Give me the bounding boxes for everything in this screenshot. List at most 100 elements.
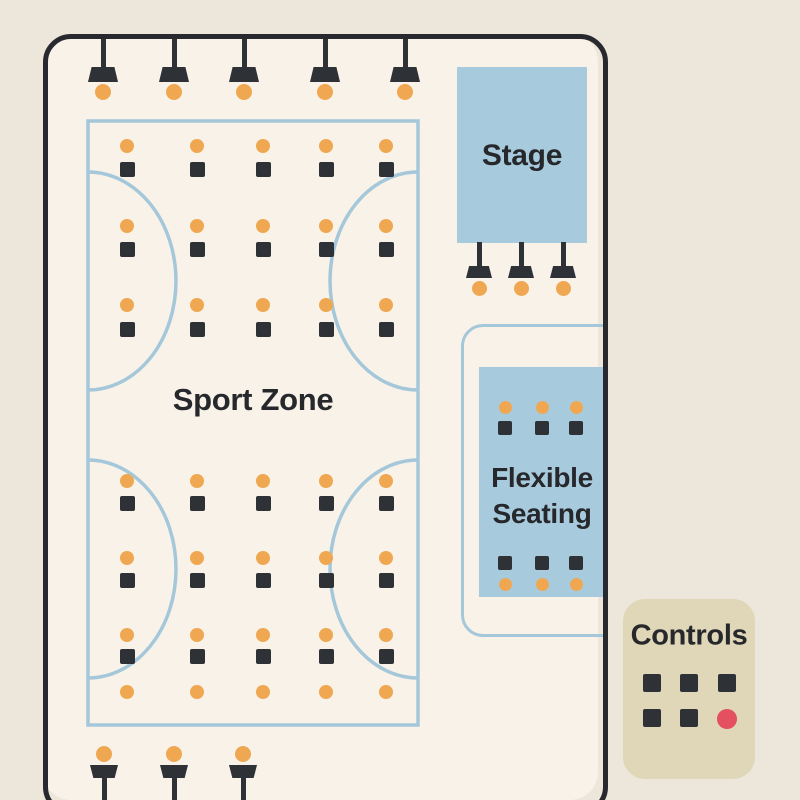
seat-square [498,556,512,570]
light-fixture-shade-icon [159,67,189,82]
control-button[interactable] [643,709,661,727]
seat-square [189,321,205,337]
control-button[interactable] [680,709,698,727]
seat-light-dot [256,219,270,233]
seat-light-dot [120,628,134,642]
seat-light-dot [256,551,270,565]
light-bulb-dot [317,84,333,100]
seat-square [318,241,334,257]
light-fixture-shade-icon [466,266,492,278]
seat-square [255,648,271,664]
seat-light-dot [120,139,134,153]
light-bulb-dot [397,84,413,100]
stage-area [457,67,587,243]
seat-square [318,161,334,177]
seat-square [569,556,583,570]
light-fixture-shade-icon [160,765,188,778]
light-fixture-shade-icon [229,67,259,82]
seat-light-dot [190,551,204,565]
fixture-stem [171,777,177,800]
seat-square [189,648,205,664]
seat-square [378,241,394,257]
seat-square [119,241,135,257]
light-fixture-shade-icon [88,67,118,82]
seat-square [255,321,271,337]
seat-square [119,161,135,177]
seat-square [189,495,205,511]
control-button[interactable] [680,674,698,692]
light-fixture-shade-icon [229,765,257,778]
light-bulb-dot [236,84,252,100]
seat-square [119,572,135,588]
seat-light-dot [379,685,393,699]
seat-light-dot [319,685,333,699]
seat-light-dot [319,298,333,312]
seat-square [378,161,394,177]
fixture-stem [100,39,106,68]
seat-light-dot [535,400,549,414]
seat-light-dot [256,685,270,699]
light-bulb-dot [95,84,111,100]
fixture-stem [101,777,107,800]
seat-light-dot [379,628,393,642]
light-fixture-shade-icon [550,266,576,278]
seat-square [378,495,394,511]
light-bulb-dot [513,280,529,296]
fixture-stem [322,39,328,68]
seat-square [119,648,135,664]
seat-light-dot [379,298,393,312]
seat-square [535,421,549,435]
light-bulb-dot [555,280,571,296]
seat-square [535,556,549,570]
light-fixture-shade-icon [508,266,534,278]
seat-light-dot [120,551,134,565]
stage-label: Stage [481,139,563,172]
seat-square [119,321,135,337]
light-fixture-shade-icon [390,67,420,82]
seat-square [189,241,205,257]
seat-light-dot [535,577,549,591]
control-button[interactable] [718,674,736,692]
seat-light-dot [190,219,204,233]
seat-light-dot [379,474,393,488]
seat-light-dot [256,474,270,488]
light-bulb-dot [166,746,182,762]
sport-zone-label: Sport Zone [172,382,334,417]
seat-light-dot [319,219,333,233]
seat-light-dot [256,298,270,312]
seat-light-dot [319,139,333,153]
seat-light-dot [120,474,134,488]
light-bulb-dot [235,746,251,762]
fixture-stem [240,777,246,800]
seat-square [318,495,334,511]
seat-light-dot [120,685,134,699]
red-indicator-button[interactable] [717,709,737,729]
seat-square [255,241,271,257]
seat-square [318,572,334,588]
fixture-stem [518,242,524,267]
seat-square [189,572,205,588]
seat-light-dot [379,139,393,153]
seat-light-dot [120,298,134,312]
seat-square [498,421,512,435]
fixture-stem [241,39,247,68]
seat-square [255,572,271,588]
seat-light-dot [379,219,393,233]
seat-square [378,572,394,588]
fixture-stem [171,39,177,68]
seat-light-dot [190,298,204,312]
control-button[interactable] [643,674,661,692]
seat-light-dot [190,139,204,153]
light-fixture-shade-icon [90,765,118,778]
flexible-label-line2: Seating [492,498,592,529]
seat-light-dot [569,577,583,591]
seat-light-dot [120,219,134,233]
seat-square [189,161,205,177]
light-bulb-dot [96,746,112,762]
seat-square [255,161,271,177]
seat-light-dot [190,685,204,699]
seat-square [119,495,135,511]
seat-square [255,495,271,511]
fixture-stem [476,242,482,267]
